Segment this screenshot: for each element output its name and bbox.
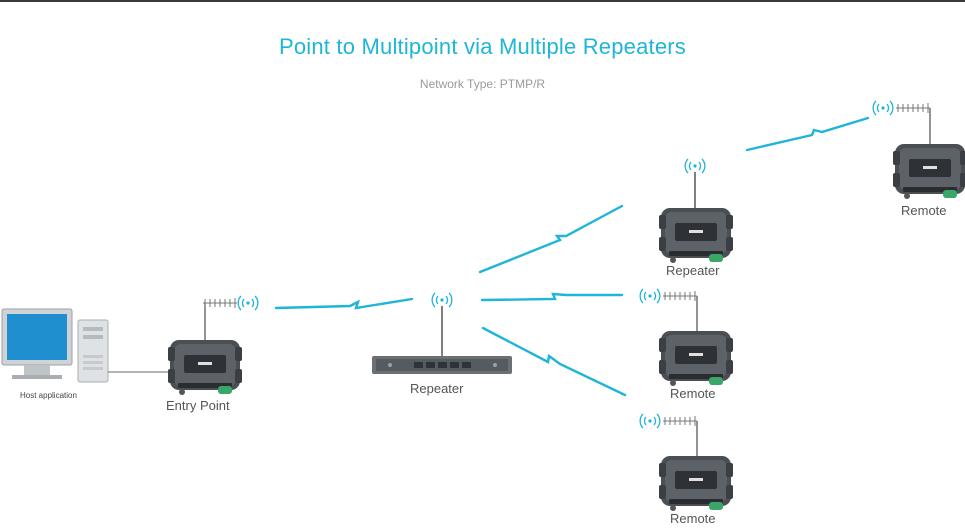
link-repeater-to-top-repeater <box>480 206 622 272</box>
desktop-computer-icon <box>2 309 108 382</box>
host-application-label: Host application <box>20 391 77 400</box>
repeater-rack-label: Repeater <box>410 381 463 396</box>
link-repeater-to-mid-remote <box>482 294 622 300</box>
link-top-repeater-to-far-remote <box>747 118 868 150</box>
radio-links <box>276 118 868 395</box>
bottom-remote-device <box>640 414 733 511</box>
link-entry-to-repeater <box>276 299 412 308</box>
repeater-top-label: Repeater <box>666 263 719 278</box>
top-repeater-device <box>659 159 733 263</box>
remote-bottom-label: Remote <box>670 511 716 526</box>
far-remote-device <box>873 101 965 199</box>
entry-point-device <box>168 296 258 395</box>
remote-far-label: Remote <box>901 203 947 218</box>
remote-mid-label: Remote <box>670 386 716 401</box>
mid-remote-device <box>640 289 733 386</box>
entry-point-label: Entry Point <box>166 398 230 413</box>
